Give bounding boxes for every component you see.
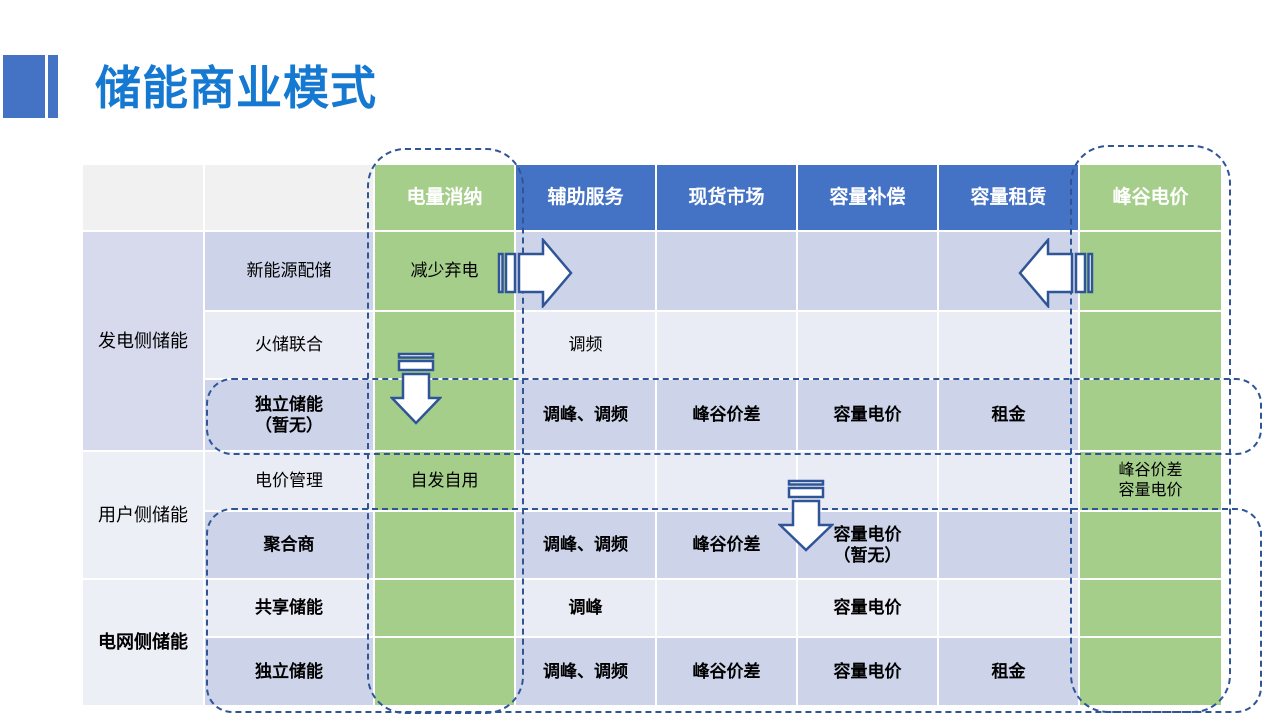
header-peak-valley-price: 峰谷电价: [1080, 165, 1221, 230]
cell-r7-spot: 峰谷价差: [657, 638, 796, 705]
header-spot-market: 现货市场: [657, 165, 796, 230]
cell-r2-spot: [657, 312, 796, 378]
cell-r5-spot: 峰谷价差: [657, 512, 796, 578]
title-accent-square: [3, 55, 45, 118]
cell-r2-ancillary: 调频: [516, 312, 655, 378]
page-title: 储能商业模式: [95, 62, 377, 114]
cell-r5-peak-valley: [1080, 512, 1221, 578]
cell-r4-ancillary: [516, 452, 655, 510]
header-cell-empty-group: [83, 165, 203, 230]
cell-r1-compensation: [798, 232, 937, 310]
title-accent-bar: [48, 55, 58, 118]
cell-r7-lease: 租金: [939, 638, 1078, 705]
row-group-generation-side: 发电侧储能: [83, 232, 203, 450]
cell-r2-compensation: [798, 312, 937, 378]
cell-r4-peak-valley: 峰谷价差 容量电价: [1080, 452, 1221, 510]
cell-r7-ancillary: 调峰、调频: [516, 638, 655, 705]
row-label-independent-storage-gen: 独立储能 （暂无）: [205, 380, 373, 450]
row-group-grid-side: 电网侧储能: [83, 580, 203, 705]
row-label-independent-storage-grid: 独立储能: [205, 638, 373, 705]
cell-r4-spot: [657, 452, 796, 510]
row-group-user-side: 用户侧储能: [83, 452, 203, 578]
cell-r3-consumption: [375, 380, 514, 450]
striped-down-arrow-icon-1: [390, 352, 442, 425]
cell-r4-consumption: 自发自用: [375, 452, 514, 510]
cell-r2-lease: [939, 312, 1078, 378]
cell-r6-lease: [939, 580, 1078, 636]
cell-r3-spot: 峰谷价差: [657, 380, 796, 450]
cell-r5-lease: [939, 512, 1078, 578]
header-cell-empty-sub: [205, 165, 373, 230]
cell-r6-compensation: 容量电价: [798, 580, 937, 636]
cell-r2-peak-valley: [1080, 312, 1221, 378]
cell-r6-spot: [657, 580, 796, 636]
header-capacity-lease: 容量租赁: [939, 165, 1078, 230]
cell-r3-lease: 租金: [939, 380, 1078, 450]
striped-down-arrow-icon-2: [778, 479, 834, 552]
cell-r7-compensation: 容量电价: [798, 638, 937, 705]
cell-r5-consumption: [375, 512, 514, 578]
row-label-thermal-storage-joint: 火储联合: [205, 312, 373, 378]
cell-r1-consumption: 减少弃电: [375, 232, 514, 310]
cell-r6-ancillary: 调峰: [516, 580, 655, 636]
cell-r1-peak-valley: [1080, 232, 1221, 310]
cell-r7-consumption: [375, 638, 514, 705]
cell-r3-peak-valley: [1080, 380, 1221, 450]
cell-r3-compensation: 容量电价: [798, 380, 937, 450]
row-label-shared-storage: 共享储能: [205, 580, 373, 636]
row-label-price-management: 电价管理: [205, 452, 373, 510]
row-label-renewable-paired-storage: 新能源配储: [205, 232, 373, 310]
striped-left-arrow-icon: [1018, 238, 1094, 308]
cell-r7-peak-valley: [1080, 638, 1221, 705]
header-capacity-compensation: 容量补偿: [798, 165, 937, 230]
cell-r5-ancillary: 调峰、调频: [516, 512, 655, 578]
business-model-table: 电量消纳 辅助服务 现货市场 容量补偿 容量租赁 峰谷电价 发电侧储能 用户侧储…: [83, 165, 1221, 705]
cell-r5-compensation: 容量电价 （暂无）: [798, 512, 937, 578]
cell-r3-ancillary: 调峰、调频: [516, 380, 655, 450]
cell-r6-consumption: [375, 580, 514, 636]
header-consumption: 电量消纳: [375, 165, 514, 230]
row-label-aggregator: 聚合商: [205, 512, 373, 578]
cell-r4-lease: [939, 452, 1078, 510]
cell-r1-spot: [657, 232, 796, 310]
header-ancillary-services: 辅助服务: [516, 165, 655, 230]
cell-r6-peak-valley: [1080, 580, 1221, 636]
striped-right-arrow-icon: [497, 238, 573, 308]
